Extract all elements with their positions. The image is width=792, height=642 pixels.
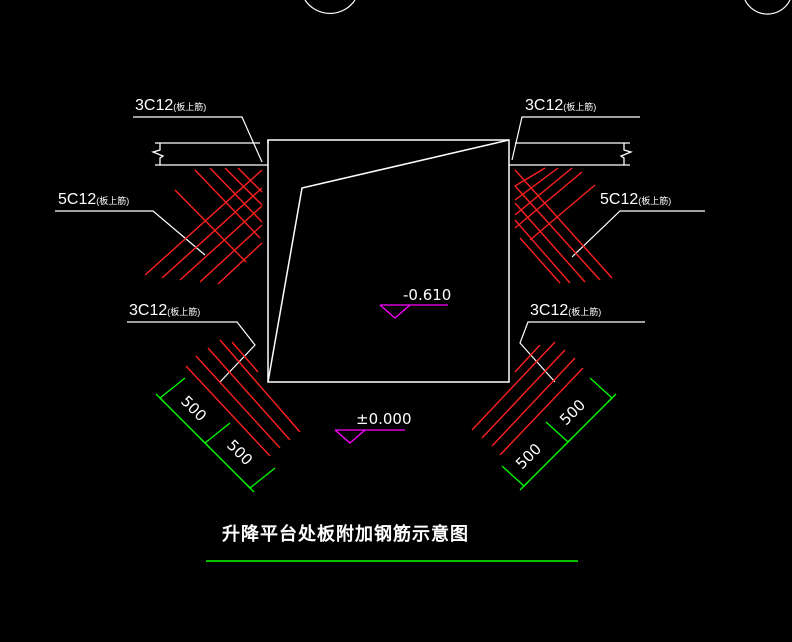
elevation-label-pit: -0.610 xyxy=(403,286,451,304)
slab-left xyxy=(150,142,268,166)
rebar-corner-left xyxy=(185,339,301,457)
dim-label-right-1: 500 xyxy=(556,396,589,429)
rebar-fan-right xyxy=(514,167,613,284)
rebar-label-low-left: 3C12(板上筋) xyxy=(129,302,200,319)
dim-label-left-2: 500 xyxy=(223,436,256,469)
rebar-fan-left xyxy=(144,167,263,285)
pit-outline xyxy=(267,139,510,383)
slab-right xyxy=(509,142,634,166)
top-circle-right xyxy=(744,0,791,15)
elevation-label-floor: ±0.000 xyxy=(356,410,412,428)
rebar-label-mid-left: 5C12(板上筋) xyxy=(58,191,129,208)
leaders xyxy=(55,116,705,383)
rebar-label-mid-right: 5C12(板上筋) xyxy=(600,191,671,208)
drawing-title: 升降平台处板附加钢筋示意图 xyxy=(222,523,469,545)
dimension-left xyxy=(155,377,276,493)
rebar-label-top-right: 3C12(板上筋) xyxy=(525,97,596,114)
elevation-mark-floor xyxy=(334,429,405,444)
rebar-label-low-right: 3C12(板上筋) xyxy=(530,302,601,319)
elevation-mark-pit xyxy=(379,304,448,319)
dimension-right xyxy=(501,377,617,491)
rebar-label-top-left: 3C12(板上筋) xyxy=(135,97,206,114)
rebar-corner-right xyxy=(471,341,584,456)
dim-label-right-2: 500 xyxy=(512,440,545,473)
top-circle-left xyxy=(304,0,356,14)
